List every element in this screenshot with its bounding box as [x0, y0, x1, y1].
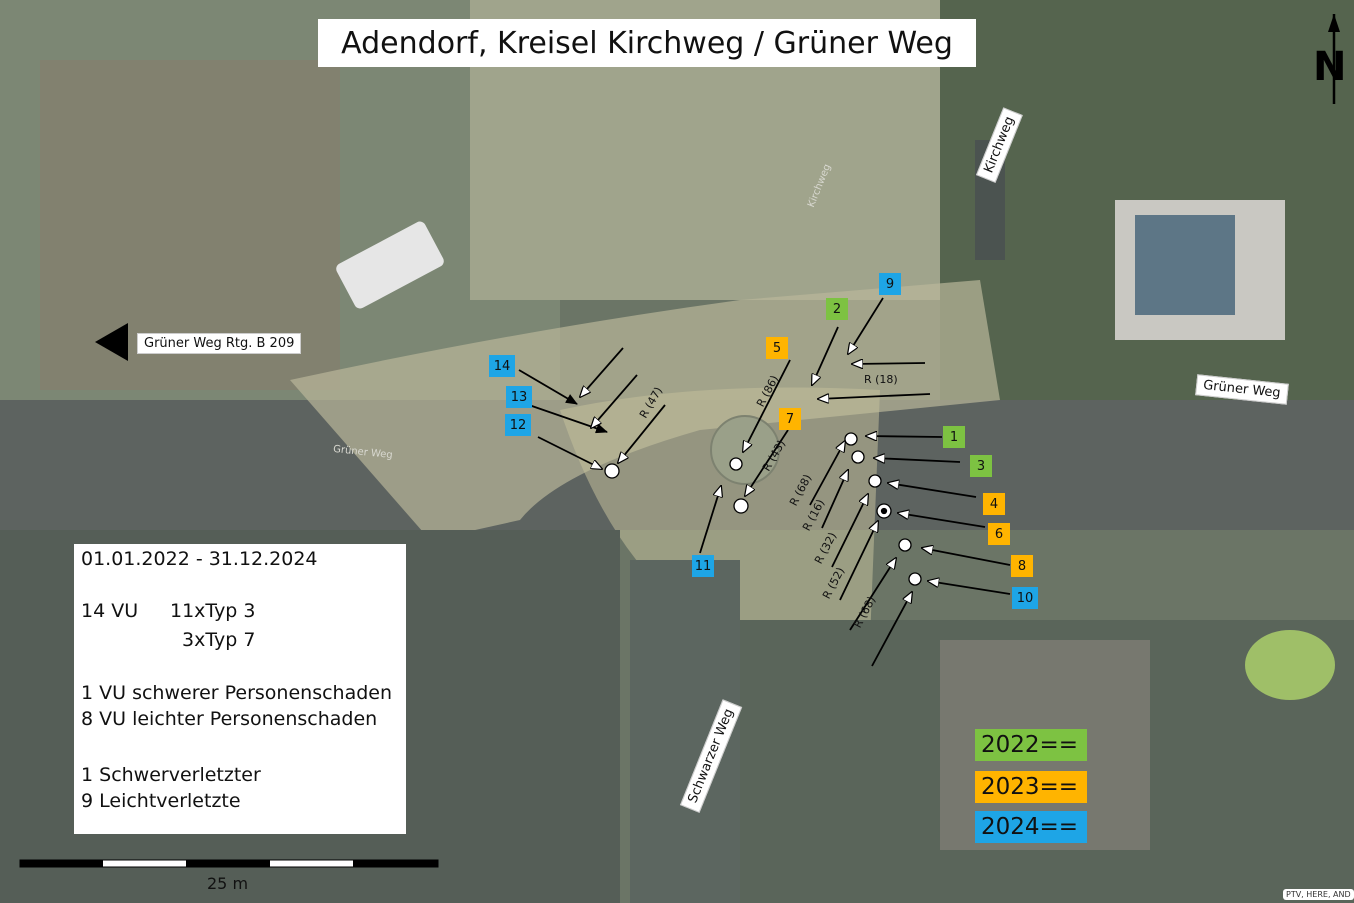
roundabout-paving [560, 387, 880, 640]
period-text: 01.01.2022 - 31.12.2024 [81, 548, 318, 570]
accident-number-8: 8 [1011, 555, 1033, 577]
accident-arrows [518, 297, 1011, 667]
arrow-6 [898, 513, 986, 528]
arrow-13b [591, 374, 638, 428]
type7-text: 3xTyp 7 [182, 629, 256, 651]
arrow-8b [839, 521, 878, 601]
accident-number-3: 3 [970, 455, 992, 477]
accident-number-12: 12 [505, 414, 531, 436]
arrow-1 [866, 436, 943, 437]
accident-number-14: 14 [489, 355, 515, 377]
severe-damage-text: 1 VU schwerer Personenschaden [81, 682, 393, 704]
arrow-9 [848, 297, 884, 354]
legend-2023: 2023== [975, 771, 1087, 803]
direction-arrow-icon [95, 323, 128, 361]
arrow-3 [874, 458, 961, 462]
map-credit: PTV, HERE, AND [1283, 889, 1354, 900]
solar-panels [1135, 215, 1235, 315]
accident-number-5: 5 [766, 337, 788, 359]
type3-text: 11xTyp 3 [170, 600, 256, 622]
accident-number-2: 2 [826, 298, 848, 320]
arrow-6b [831, 494, 868, 568]
collision-points [604, 432, 922, 586]
arrow-10b [849, 558, 896, 631]
accident-number-9: 9 [879, 273, 901, 295]
accident-number-1: 1 [943, 426, 965, 448]
arrow-5 [743, 359, 791, 452]
map-title: Adendorf, Kreisel Kirchweg / Grüner Weg [318, 19, 976, 67]
age-label: R (18) [864, 373, 898, 386]
arrow-2b [818, 393, 931, 399]
arrow-4b [821, 470, 848, 529]
arrow-14 [518, 369, 578, 405]
arrow-11 [699, 486, 721, 554]
arrow-10c [871, 592, 912, 667]
north-arrow-icon [1328, 14, 1340, 104]
arrow-2 [812, 326, 839, 385]
statistics-panel: 01.01.2022 - 31.12.2024 14 VU 11xTyp 3 3… [74, 544, 406, 834]
scale-label: 25 m [207, 874, 249, 893]
accident-number-7: 7 [779, 408, 801, 430]
arrow-12b [618, 404, 666, 463]
white-van [336, 221, 444, 309]
arrow-10 [928, 581, 1011, 595]
scale-bar [19, 859, 439, 868]
arrow-8 [922, 548, 1011, 566]
accident-number-10: 10 [1012, 587, 1038, 609]
legend-2024: 2024== [975, 811, 1087, 843]
arrow-7 [745, 429, 789, 496]
arrow-18 [852, 363, 926, 364]
north-label: N [1313, 44, 1347, 90]
legend-2022: 2022== [975, 729, 1087, 761]
arrow-14b [580, 347, 624, 397]
slightly-injured-text: 9 Leichtverletzte [81, 790, 241, 812]
accident-number-11: 11 [692, 555, 714, 577]
vu-count-text: 14 VU [81, 600, 139, 622]
arrow-1b [809, 441, 845, 506]
accident-number-6: 6 [988, 523, 1010, 545]
direction-label: Grüner Weg Rtg. B 209 [137, 333, 302, 354]
arrow-4 [888, 483, 977, 498]
arrow-12 [537, 436, 602, 469]
bush-southeast [1245, 630, 1335, 700]
seriously-injured-text: 1 Schwerverletzter [81, 764, 261, 786]
light-damage-text: 8 VU leichter Personenschaden [81, 708, 378, 730]
accident-number-13: 13 [506, 386, 532, 408]
accident-number-4: 4 [983, 493, 1005, 515]
